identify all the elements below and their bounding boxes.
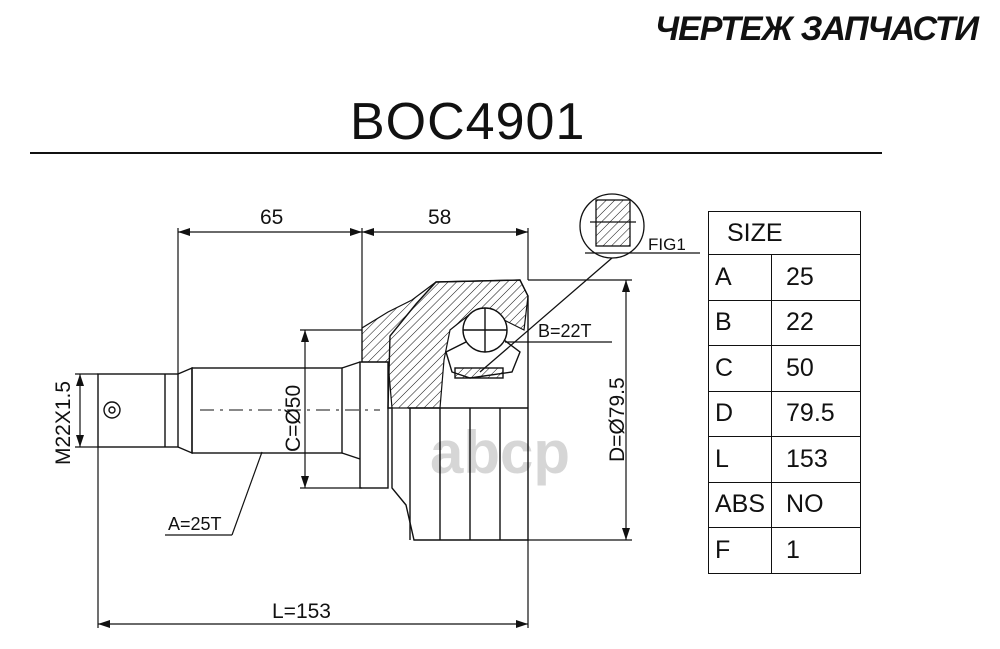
size-key: B bbox=[707, 299, 773, 346]
fig1-label: FIG1 bbox=[648, 235, 686, 254]
table-row: B 22 bbox=[707, 299, 862, 346]
fig1-detail bbox=[479, 193, 700, 373]
a-thread-label: A=25T bbox=[168, 514, 222, 534]
table-row: F 1 bbox=[707, 527, 862, 574]
size-key: F bbox=[707, 527, 773, 574]
part-number: BOC4901 bbox=[350, 93, 586, 151]
spline-shaft bbox=[191, 367, 343, 454]
size-key: A bbox=[707, 254, 773, 301]
size-table-header: SIZE bbox=[707, 211, 862, 255]
size-key: C bbox=[707, 345, 773, 392]
stub-hole bbox=[103, 401, 121, 419]
dimension-lines bbox=[75, 228, 632, 628]
size-value: 153 bbox=[771, 436, 862, 483]
threaded-stub bbox=[97, 373, 179, 448]
table-row: A 25 bbox=[707, 254, 862, 301]
size-value: 22 bbox=[771, 299, 862, 346]
table-row: L 153 bbox=[707, 436, 862, 483]
c-diameter-label: C=Ø50 bbox=[282, 385, 305, 452]
dimension-arrows bbox=[76, 228, 630, 628]
l-length-label: L=153 bbox=[272, 600, 331, 623]
dim-58-label: 58 bbox=[428, 206, 451, 229]
size-value: 79.5 bbox=[771, 390, 862, 437]
dim-65-label: 65 bbox=[260, 206, 283, 229]
header-title: ЧЕРТЕЖ ЗАПЧАСТИ bbox=[655, 10, 979, 48]
b-thread-label: B=22T bbox=[538, 321, 592, 341]
title-divider bbox=[30, 152, 882, 154]
size-value: NO bbox=[771, 481, 862, 528]
size-value: 50 bbox=[771, 345, 862, 392]
table-row: D 79.5 bbox=[707, 390, 862, 437]
size-key: L bbox=[707, 436, 773, 483]
size-table-header-row: SIZE bbox=[707, 211, 862, 255]
table-row: C 50 bbox=[707, 345, 862, 392]
size-key: D bbox=[707, 390, 773, 437]
size-value: 1 bbox=[771, 527, 862, 574]
size-key: ABS bbox=[707, 481, 773, 528]
size-table: SIZE A 25 B 22 C 50 D 79.5 L 153 ABS NO … bbox=[707, 211, 862, 574]
size-value: 25 bbox=[771, 254, 862, 301]
d-diameter-label: D=Ø79.5 bbox=[606, 377, 629, 462]
m-thread-label: M22X1.5 bbox=[52, 381, 75, 465]
table-row: ABS NO bbox=[707, 481, 862, 528]
